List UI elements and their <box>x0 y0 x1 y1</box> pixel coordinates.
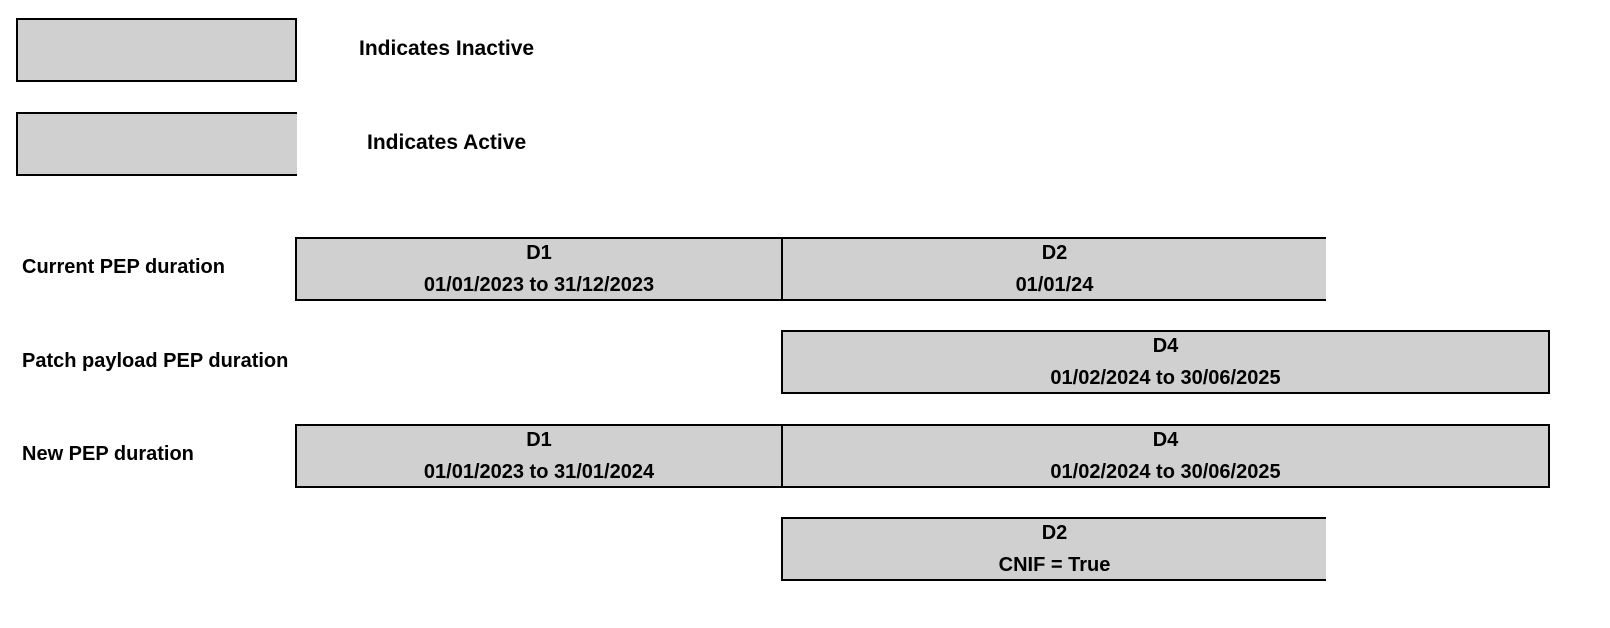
row-label-current: Current PEP duration <box>22 256 225 278</box>
legend-inactive-swatch <box>16 18 297 82</box>
segment-range: 01/01/2023 to 31/12/2023 <box>423 274 655 296</box>
segment-range: 01/02/2024 to 30/06/2025 <box>1050 367 1281 389</box>
segment-name: D2 <box>1041 242 1068 264</box>
segment-name: D2 <box>1041 522 1068 544</box>
new-d4-segment: D4 01/02/2024 to 30/06/2025 <box>781 424 1550 488</box>
segment-name: D1 <box>526 429 552 451</box>
current-d2-segment: D2 01/01/24 <box>781 237 1326 301</box>
segment-range: 01/01/2023 to 31/01/2024 <box>423 461 655 483</box>
row-label-new: New PEP duration <box>22 443 194 465</box>
segment-range: CNIF = True <box>998 554 1111 576</box>
segment-name: D4 <box>1152 335 1179 357</box>
legend-inactive-label: Indicates Inactive <box>359 37 535 60</box>
extra-d2-segment: D2 CNIF = True <box>781 517 1326 581</box>
segment-name: D4 <box>1152 429 1179 451</box>
legend-active-label: Indicates Active <box>367 131 527 154</box>
current-d1-segment: D1 01/01/2023 to 31/12/2023 <box>295 237 783 301</box>
new-d1-segment: D1 01/01/2023 to 31/01/2024 <box>295 424 783 488</box>
segment-name: D1 <box>526 242 552 264</box>
legend-active-swatch <box>16 112 297 176</box>
segment-range: 01/02/2024 to 30/06/2025 <box>1050 461 1281 483</box>
patch-d4-segment: D4 01/02/2024 to 30/06/2025 <box>781 330 1550 394</box>
segment-range: 01/01/24 <box>1015 274 1094 296</box>
row-label-patch: Patch payload PEP duration <box>22 350 289 372</box>
